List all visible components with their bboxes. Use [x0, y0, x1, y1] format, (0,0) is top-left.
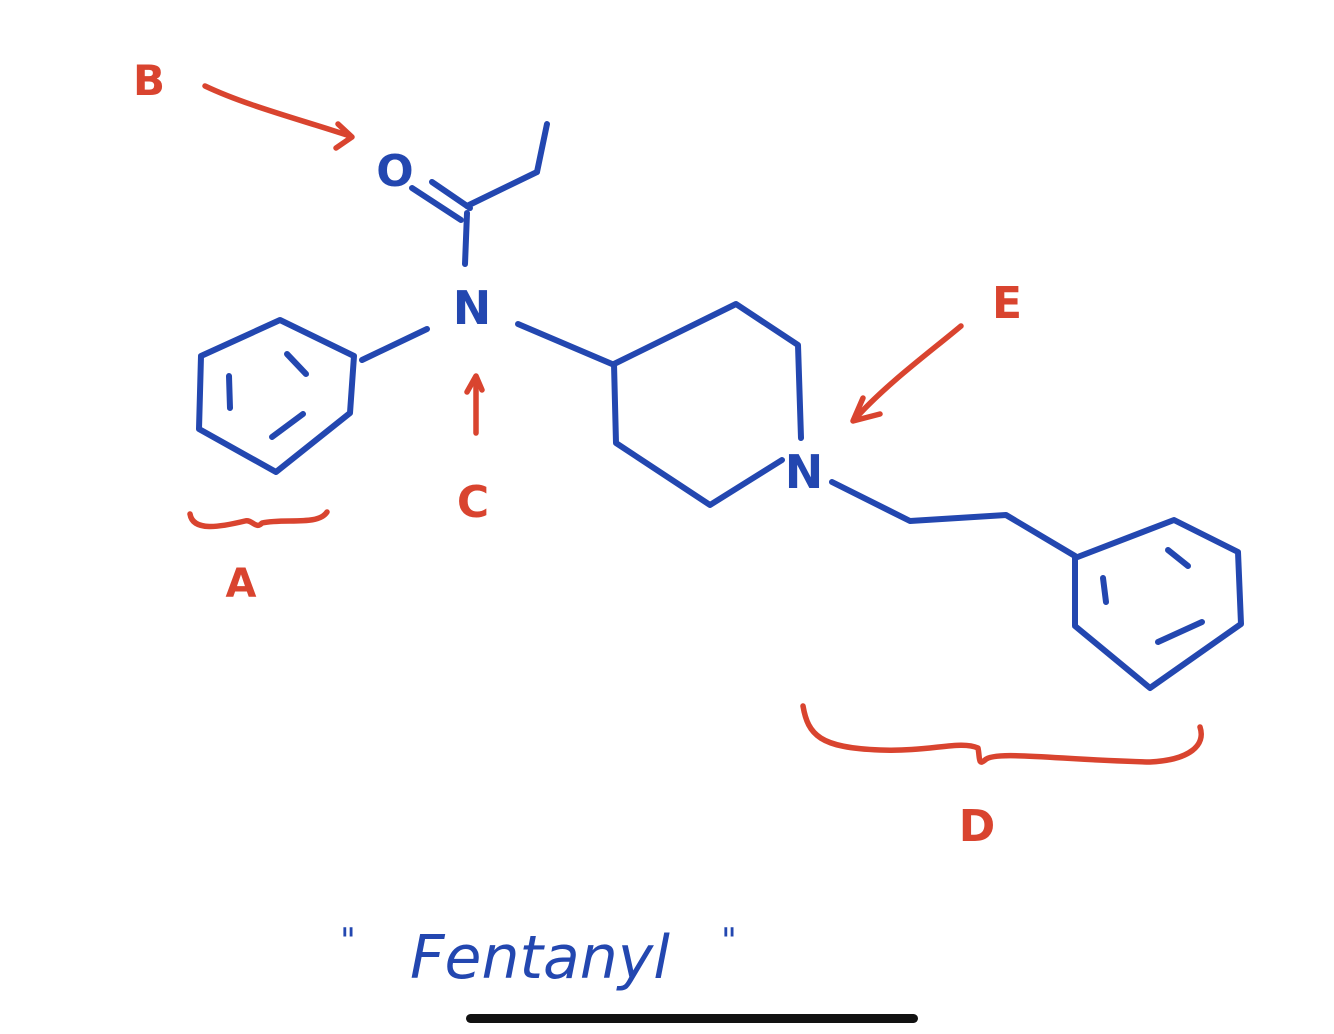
ethyl-bond-2: [534, 121, 550, 175]
arrow-b-shaft: [202, 83, 353, 139]
oxygen-label: O: [376, 146, 413, 197]
ring-a-double-bond-3: [269, 411, 306, 440]
caption: " Fentanyl ": [340, 921, 737, 993]
label-a: A: [226, 561, 257, 607]
label-b: B: [133, 56, 165, 105]
bond-n-to-carbonyl: [462, 210, 470, 267]
ring-a-double-bond-2: [284, 351, 309, 377]
phenethyl-chain: [829, 479, 1078, 559]
carbonyl-double-bond-2: [429, 179, 473, 211]
label-d: D: [959, 801, 996, 852]
ring-a-bonds: [196, 317, 357, 475]
label-c: C: [457, 477, 489, 528]
caption-close-quote: ": [721, 921, 737, 961]
ring-d-double-bond-1: [1100, 575, 1109, 605]
caption-title: Fentanyl: [410, 923, 670, 993]
molecule-structure: N O N: [196, 121, 1244, 691]
ring-d-double-bond-3: [1155, 619, 1205, 645]
bond-phenyl-to-amide-n: [359, 326, 430, 363]
brace-a: [187, 509, 330, 530]
home-indicator-bar[interactable]: [466, 1014, 918, 1023]
arrow-b-head: [333, 121, 355, 151]
brace-d: [800, 703, 1204, 765]
label-e: E: [992, 278, 1022, 329]
bond-amide-n-to-piperidine: [515, 321, 615, 367]
arrow-e-head: [850, 395, 883, 424]
ring-d-bonds: [1072, 517, 1244, 691]
annotations: A B C E D: [133, 56, 1204, 852]
piperidine-ring: N: [611, 301, 824, 508]
carbonyl-double-bond-1: [409, 185, 464, 223]
ethyl-bond-1: [464, 169, 540, 209]
phenyl-ring-d: [1072, 517, 1244, 691]
caption-open-quote: ": [340, 921, 356, 961]
piperidine-nitrogen-label: N: [785, 445, 824, 499]
phenyl-ring-a: [196, 317, 357, 475]
arrow-c-head: [464, 373, 485, 395]
ring-a-double-bond-1: [226, 373, 233, 411]
piperidine-bonds: [611, 301, 804, 508]
arrow-e-shaft: [851, 323, 964, 423]
ring-d-double-bond-2: [1165, 547, 1191, 569]
amide-nitrogen-label: N: [453, 281, 492, 335]
